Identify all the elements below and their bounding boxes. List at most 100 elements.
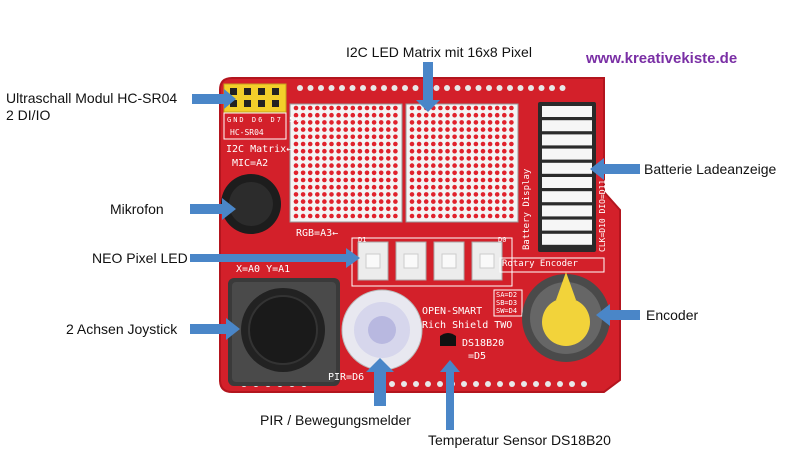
matrix-pixel bbox=[307, 199, 313, 204]
matrix-pixel bbox=[343, 163, 349, 168]
matrix-pixel bbox=[343, 134, 349, 140]
matrix-pixel bbox=[459, 199, 465, 204]
neopixel-led-lens bbox=[479, 253, 495, 269]
matrix-pixel bbox=[452, 184, 457, 190]
matrix-pixel bbox=[315, 120, 320, 125]
matrix-pixel bbox=[452, 213, 457, 219]
header-pin bbox=[230, 88, 237, 95]
matrix-pixel bbox=[350, 177, 356, 183]
matrix-pixel bbox=[487, 192, 493, 197]
matrix-pixel bbox=[466, 112, 472, 118]
matrix-pixel bbox=[300, 127, 306, 132]
pin-label-gnd: GND bbox=[227, 116, 246, 124]
matrix-pixel bbox=[386, 199, 391, 204]
header-pin bbox=[272, 88, 279, 95]
matrix-pixel bbox=[357, 199, 363, 204]
matrix-pixel bbox=[378, 170, 384, 176]
matrix-pixel bbox=[416, 105, 422, 111]
matrix-pixel bbox=[480, 156, 486, 161]
matrix-pixel bbox=[487, 120, 493, 125]
matrix-pixel bbox=[371, 184, 377, 190]
matrix-pixel bbox=[502, 134, 507, 140]
matrix-pixel bbox=[509, 156, 514, 161]
matrix-pixel bbox=[502, 163, 507, 168]
neopixel-led-lens bbox=[365, 253, 381, 269]
matrix-pixel bbox=[466, 134, 472, 140]
matrix-pixel bbox=[473, 170, 479, 176]
matrix-pixel bbox=[364, 105, 370, 111]
matrix-pixel bbox=[393, 170, 398, 176]
matrix-pixel bbox=[357, 184, 363, 190]
matrix-pixel bbox=[452, 134, 457, 140]
matrix-pixel bbox=[423, 134, 429, 140]
matrix-pixel bbox=[329, 141, 334, 147]
matrix-pixel bbox=[480, 184, 486, 190]
silk-clk: CLK=D10 DIO=D11 bbox=[598, 179, 607, 252]
matrix-pixel bbox=[357, 206, 363, 212]
matrix-pixel bbox=[329, 156, 334, 161]
matrix-pixel bbox=[480, 141, 486, 147]
matrix-pixel bbox=[509, 127, 514, 132]
matrix-pixel bbox=[336, 120, 341, 125]
matrix-pixel bbox=[452, 199, 457, 204]
matrix-pixel bbox=[350, 192, 356, 197]
matrix-pixel bbox=[393, 156, 398, 161]
matrix-pixel bbox=[329, 148, 334, 154]
matrix-pixel bbox=[336, 156, 341, 161]
matrix-pixel bbox=[300, 105, 306, 111]
matrix-pixel bbox=[307, 170, 313, 176]
matrix-pixel bbox=[466, 156, 472, 161]
matrix-pixel bbox=[350, 134, 356, 140]
matrix-pixel bbox=[336, 163, 341, 168]
matrix-pixel bbox=[409, 141, 415, 147]
matrix-pixel bbox=[315, 177, 320, 183]
matrix-pixel bbox=[431, 120, 436, 125]
matrix-pixel bbox=[357, 141, 363, 147]
matrix-pixel bbox=[473, 134, 479, 140]
matrix-pixel bbox=[445, 127, 450, 132]
matrix-pixel bbox=[386, 163, 391, 168]
label-ultrasonic-line1: Ultraschall Modul HC-SR04 bbox=[6, 90, 178, 106]
matrix-pixel bbox=[431, 127, 436, 132]
matrix-pixel bbox=[300, 192, 306, 197]
matrix-pixel bbox=[466, 192, 472, 197]
matrix-pixel bbox=[322, 148, 327, 154]
matrix-pixel bbox=[487, 127, 493, 132]
matrix-pixel bbox=[364, 156, 370, 161]
label-battery: Batterie Ladeanzeige bbox=[644, 161, 777, 177]
matrix-pixel bbox=[322, 184, 327, 190]
matrix-pixel bbox=[452, 156, 457, 161]
matrix-pixel bbox=[322, 199, 327, 204]
matrix-pixel bbox=[431, 177, 436, 183]
led-matrix-pixels bbox=[293, 105, 514, 219]
matrix-pixel bbox=[393, 141, 398, 147]
matrix-pixel bbox=[480, 120, 486, 125]
battery-bars bbox=[542, 106, 592, 245]
matrix-pixel bbox=[466, 105, 472, 111]
silk-sa: SA=D2 bbox=[496, 291, 518, 299]
matrix-pixel bbox=[378, 199, 384, 204]
matrix-pixel bbox=[386, 112, 391, 118]
matrix-pixel bbox=[393, 206, 398, 212]
matrix-pixel bbox=[473, 184, 479, 190]
matrix-pixel bbox=[487, 112, 493, 118]
matrix-pixel bbox=[336, 148, 341, 154]
matrix-pixel bbox=[409, 112, 415, 118]
header-hole bbox=[497, 381, 503, 387]
matrix-pixel bbox=[502, 120, 507, 125]
matrix-pixel bbox=[386, 206, 391, 212]
header-hole bbox=[509, 381, 515, 387]
matrix-pixel bbox=[452, 170, 457, 176]
matrix-pixel bbox=[494, 213, 500, 219]
matrix-pixel bbox=[336, 213, 341, 219]
battery-segment bbox=[542, 162, 592, 174]
matrix-pixel bbox=[322, 105, 327, 111]
matrix-pixel bbox=[364, 170, 370, 176]
matrix-pixel bbox=[386, 127, 391, 132]
matrix-pixel bbox=[386, 192, 391, 197]
matrix-pixel bbox=[480, 127, 486, 132]
matrix-pixel bbox=[393, 192, 398, 197]
matrix-pixel bbox=[386, 120, 391, 125]
matrix-pixel bbox=[473, 206, 479, 212]
matrix-pixel bbox=[378, 141, 384, 147]
